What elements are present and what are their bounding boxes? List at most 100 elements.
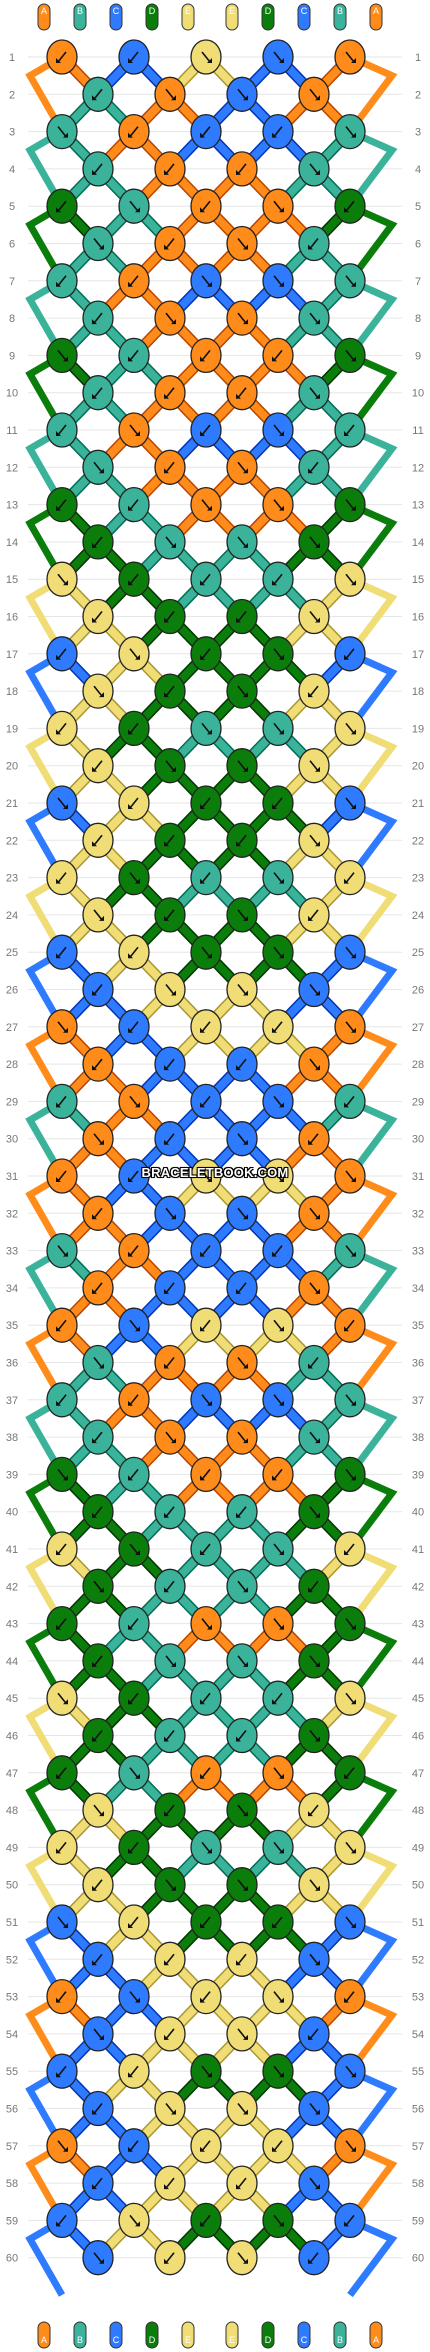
knot-arrow-head: [236, 393, 241, 399]
knot-arrow-head: [272, 1251, 277, 1257]
knot-arrow-head: [308, 1139, 313, 1145]
knot-arrow-head: [315, 169, 320, 175]
knot-arrow-head: [351, 1251, 356, 1257]
row-number-left: 19: [6, 723, 18, 735]
knot-arrow-head: [344, 1102, 349, 1108]
knot-arrow-head: [351, 505, 356, 511]
row-number-left: 44: [6, 1656, 18, 1668]
knot-arrow: [201, 1021, 211, 1033]
knot-arrow: [201, 1618, 211, 1630]
knot-arrow: [309, 1804, 319, 1816]
strand-label-bottom: D: [265, 2335, 272, 2345]
knot-arrow-head: [279, 1177, 284, 1182]
strand-tab-bottom: [297, 2321, 311, 2349]
row-number-left: 32: [6, 1208, 18, 1220]
knot-arrow: [201, 1468, 211, 1480]
knot-arrow: [165, 536, 175, 548]
row-number-left: 28: [6, 1059, 18, 1071]
knot-arrow-head: [200, 132, 205, 138]
knot-arrow: [93, 1730, 103, 1741]
knot-arrow: [129, 722, 139, 734]
knot-arrow: [129, 200, 139, 212]
knot-arrow: [237, 312, 247, 324]
knot-arrow: [273, 1245, 283, 1257]
knot-arrow: [201, 2065, 211, 2077]
knot-arrow: [237, 2103, 247, 2114]
knot-arrow-head: [315, 1736, 320, 1742]
knot-arrow: [273, 1543, 283, 1555]
knot-arrow-head: [207, 281, 212, 287]
knot-arrow: [165, 1207, 175, 1219]
knot-arrow-head: [308, 692, 313, 698]
knot-arrow: [93, 238, 103, 249]
knot-arrow-head: [63, 1251, 68, 1257]
knot-arrow-head: [279, 58, 284, 63]
strand-tab-top: [225, 3, 239, 31]
knot-arrow: [165, 163, 175, 175]
knot-arrow-head: [128, 804, 133, 809]
row-number-left: 59: [6, 2215, 18, 2227]
knot-arrow-head: [207, 505, 212, 511]
knot-arrow: [129, 2140, 139, 2152]
knot-arrow-head: [200, 1773, 205, 1779]
knot-arrow-head: [308, 244, 313, 250]
knot-arrow: [273, 1021, 283, 1033]
knot-arrow-head: [128, 281, 133, 287]
knot-arrow-head: [351, 281, 356, 287]
knot-arrow: [345, 2214, 355, 2226]
strand-label-top: E: [185, 6, 191, 16]
knot-arrow-head: [279, 1773, 284, 1779]
knot-arrow: [57, 424, 67, 436]
knot-arrow: [57, 1618, 67, 1630]
knot-arrow: [273, 1841, 283, 1853]
knot-arrow: [165, 909, 175, 921]
knot-arrow-head: [279, 207, 284, 213]
knot-arrow-head: [315, 1885, 320, 1891]
knot-arrow-head: [99, 1587, 104, 1593]
knot-arrow-head: [315, 95, 320, 101]
knot-arrow: [57, 1170, 67, 1182]
knot-arrow: [93, 834, 103, 846]
knot-arrow-head: [56, 1624, 61, 1630]
knot-arrow-head: [63, 2146, 68, 2152]
row-number-right: 50: [412, 1880, 424, 1892]
knot-arrow: [165, 1580, 175, 1592]
knot-arrow-head: [243, 2034, 248, 2040]
knot-arrow: [201, 1543, 211, 1555]
knot-arrow-head: [236, 169, 241, 175]
knot-arrow-head: [308, 1811, 313, 1817]
knot-arrow: [57, 1021, 67, 1033]
strand-tab-top: [261, 3, 275, 31]
row-number-right: 38: [412, 1432, 424, 1444]
knot-arrow: [93, 2028, 103, 2040]
knot-arrow-head: [279, 1848, 284, 1854]
knot-arrow: [273, 1767, 283, 1779]
knot-arrow: [309, 1580, 319, 1592]
knot-arrow: [273, 349, 283, 361]
knot-arrow-head: [135, 1326, 140, 1332]
knot-arrow-head: [200, 1102, 205, 1108]
knot-arrow-head: [164, 1139, 169, 1145]
strand-tab-bottom: [145, 2321, 159, 2349]
knot-arrow-head: [56, 58, 61, 63]
knot-arrow-head: [279, 1400, 284, 1406]
knot-arrow: [237, 1133, 247, 1145]
knot-arrow: [273, 200, 283, 212]
knot-arrow-head: [279, 431, 284, 436]
knot-arrow: [93, 909, 103, 921]
knot-arrow: [57, 349, 67, 361]
knot-arrow-head: [171, 1661, 176, 1667]
knot-arrow: [129, 1841, 139, 1853]
row-number-left: 20: [6, 761, 18, 773]
knot-arrow-head: [243, 1811, 248, 1817]
knot-arrow: [129, 1767, 139, 1779]
row-number-right: 3: [415, 127, 421, 139]
knot-arrow: [309, 2103, 319, 2114]
knot-arrow-head: [99, 1139, 104, 1145]
row-number-right: 34: [412, 1283, 424, 1295]
strand-label-bottom: E: [229, 2335, 235, 2345]
knot-arrow: [201, 126, 211, 138]
knot-arrow: [345, 275, 355, 287]
knot-arrow: [57, 2140, 67, 2152]
knot-arrow: [129, 126, 139, 138]
